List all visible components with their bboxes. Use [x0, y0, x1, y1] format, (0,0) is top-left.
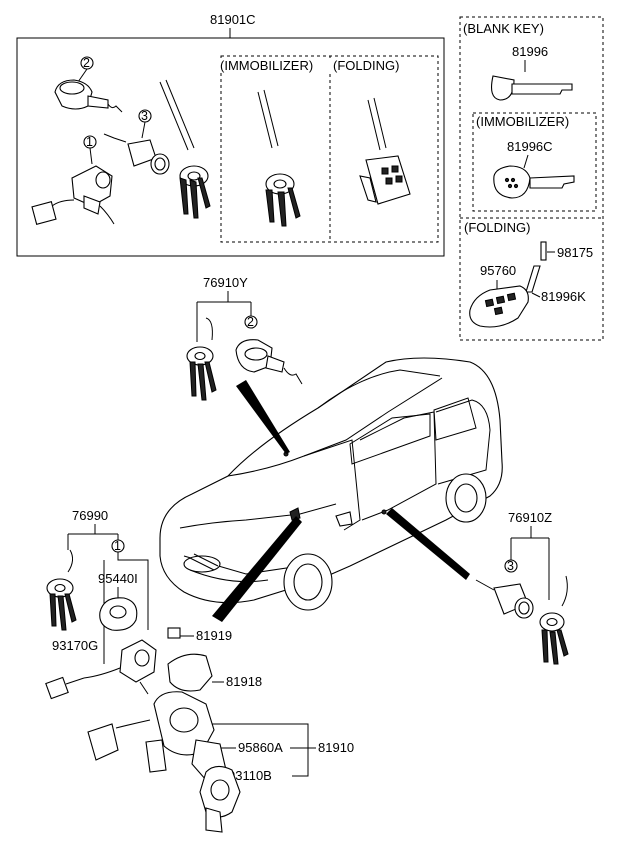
- part-95860A: 95860A: [238, 740, 283, 755]
- svg-text:1: 1: [86, 135, 93, 149]
- folding-key-drawing: [359, 97, 411, 205]
- immobilizer-key-part-number: 81996C: [507, 139, 553, 154]
- door-lock-cylinder-drawing: [54, 68, 123, 113]
- callout-2-left: 2: [244, 315, 258, 329]
- ignition-assembly-group: 76990 1 95440I 93170G: [45, 508, 354, 833]
- part-93110B: 93110B: [228, 768, 272, 783]
- part-95440I: 95440I: [98, 571, 138, 586]
- trunk-lock-cylinder-drawing: [103, 121, 170, 175]
- kit-frame: [16, 37, 445, 257]
- ignition-keys-drawing: [46, 549, 77, 631]
- door-lock-left-group: 76910Y 2: [186, 275, 303, 401]
- callout-3-right: 3: [504, 559, 518, 573]
- blank-key-part-number: 81996: [512, 44, 548, 59]
- folding-blade-pin: [540, 241, 547, 261]
- callout-2-top: 2: [80, 56, 94, 70]
- folding-part-98175: 98175: [557, 245, 593, 260]
- svg-text:3: 3: [141, 109, 148, 123]
- door-lock-right-cylinder: [475, 579, 534, 619]
- immobilizer-key-frame: [472, 112, 597, 212]
- door-lock-left-keys: [186, 317, 217, 401]
- kit-part-number: 81901C: [210, 12, 256, 27]
- part-81918: 81918: [226, 674, 262, 689]
- part-81910: 81910: [318, 740, 354, 755]
- vehicle-outline: [159, 357, 503, 611]
- steering-lock-body-drawing: [87, 691, 227, 781]
- illumination-ring-drawing: [99, 597, 138, 631]
- svg-text:1: 1: [114, 539, 121, 553]
- door-lock-left-cylinder: [235, 339, 303, 385]
- door-lock-left-part-number: 76910Y: [203, 275, 248, 290]
- plain-key-set-drawing: [159, 79, 211, 219]
- folding-remote-drawing: [469, 285, 529, 328]
- ignition-switch-drawing: [31, 147, 115, 225]
- immobilizer-antenna-drawing: [45, 639, 157, 700]
- key-set-group: 81901C (IMMOBILIZER) (FOLDING) 2 3: [16, 12, 445, 257]
- blank-key-frame: [459, 16, 604, 341]
- immobilizer-key-drawing: [493, 165, 575, 199]
- svg-text:2: 2: [83, 56, 90, 70]
- folding-part-81996K: 81996K: [541, 289, 586, 304]
- lock-pin-drawing: [167, 627, 181, 639]
- folding-blank-blade: [525, 265, 541, 293]
- pointer-door-left: [236, 380, 290, 454]
- door-lock-right-part-number: 76910Z: [508, 510, 552, 525]
- blank-key-drawing: [491, 75, 573, 101]
- blank-key-title: (BLANK KEY): [463, 21, 544, 36]
- callout-3-top: 3: [138, 109, 152, 123]
- ignition-part-number: 76990: [72, 508, 108, 523]
- immobilizer-key-set-drawing: [257, 89, 301, 227]
- blank-key-panel: (BLANK KEY) 81996 (IMMOBILIZER) 81996C (…: [459, 16, 604, 341]
- pointer-door-right: [386, 508, 470, 580]
- part-93170G: 93170G: [52, 638, 98, 653]
- callout-1-top: 1: [83, 135, 97, 149]
- lock-bracket-drawing: [167, 653, 213, 692]
- svg-text:2: 2: [247, 315, 254, 329]
- kit-immobilizer-label: (IMMOBILIZER): [220, 58, 313, 73]
- part-81919: 81919: [196, 628, 232, 643]
- ignition-switch-bottom-drawing: [199, 765, 241, 833]
- svg-text:3: 3: [507, 559, 514, 573]
- pointer-ignition: [212, 516, 302, 622]
- door-lock-right-keys: [539, 575, 569, 665]
- door-lock-right-group: 76910Z 3: [475, 510, 569, 665]
- callout-1-bottom: 1: [111, 539, 125, 553]
- folding-part-95760: 95760: [480, 263, 516, 278]
- blank-key-immobilizer-label: (IMMOBILIZER): [476, 114, 569, 129]
- kit-folding-label: (FOLDING): [333, 58, 399, 73]
- blank-key-folding-label: (FOLDING): [464, 220, 530, 235]
